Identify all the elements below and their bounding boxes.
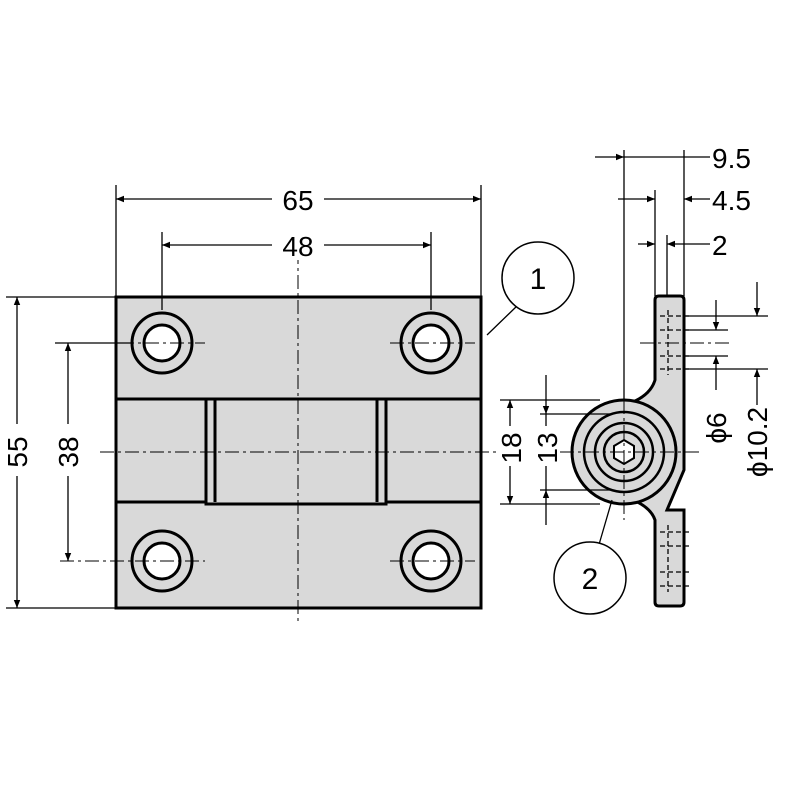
dim-hole-spacing-horizontal: 48 — [282, 231, 313, 262]
dim-leaf-thickness: 2 — [712, 230, 728, 261]
callout-2 — [553, 541, 627, 615]
dim-outer-diameter-height: 18 — [496, 432, 527, 463]
callout-1-label: 1 — [530, 263, 547, 296]
dim-hole-spacing-vertical: 38 — [53, 436, 84, 467]
side-view: 9.5 4.5 2 18 13 ϕ6 ϕ10.2 — [496, 143, 773, 615]
callout-1 — [501, 241, 575, 315]
dim-counterbore-diameter: ϕ10.2 — [742, 407, 773, 477]
mounting-hole-bottom-right — [399, 529, 463, 593]
mounting-hole-top-left — [130, 311, 194, 375]
dim-overall-width: 65 — [282, 185, 313, 216]
callout-2-label: 2 — [582, 563, 599, 596]
dim-hole-diameter: ϕ6 — [701, 412, 732, 443]
dim-leaf-offset: 4.5 — [712, 185, 751, 216]
front-view: 65 48 55 38 1 — [2, 184, 575, 625]
dim-total-depth: 9.5 — [712, 143, 751, 174]
dim-inner-height: 13 — [532, 432, 563, 463]
dim-overall-height: 55 — [2, 436, 33, 467]
